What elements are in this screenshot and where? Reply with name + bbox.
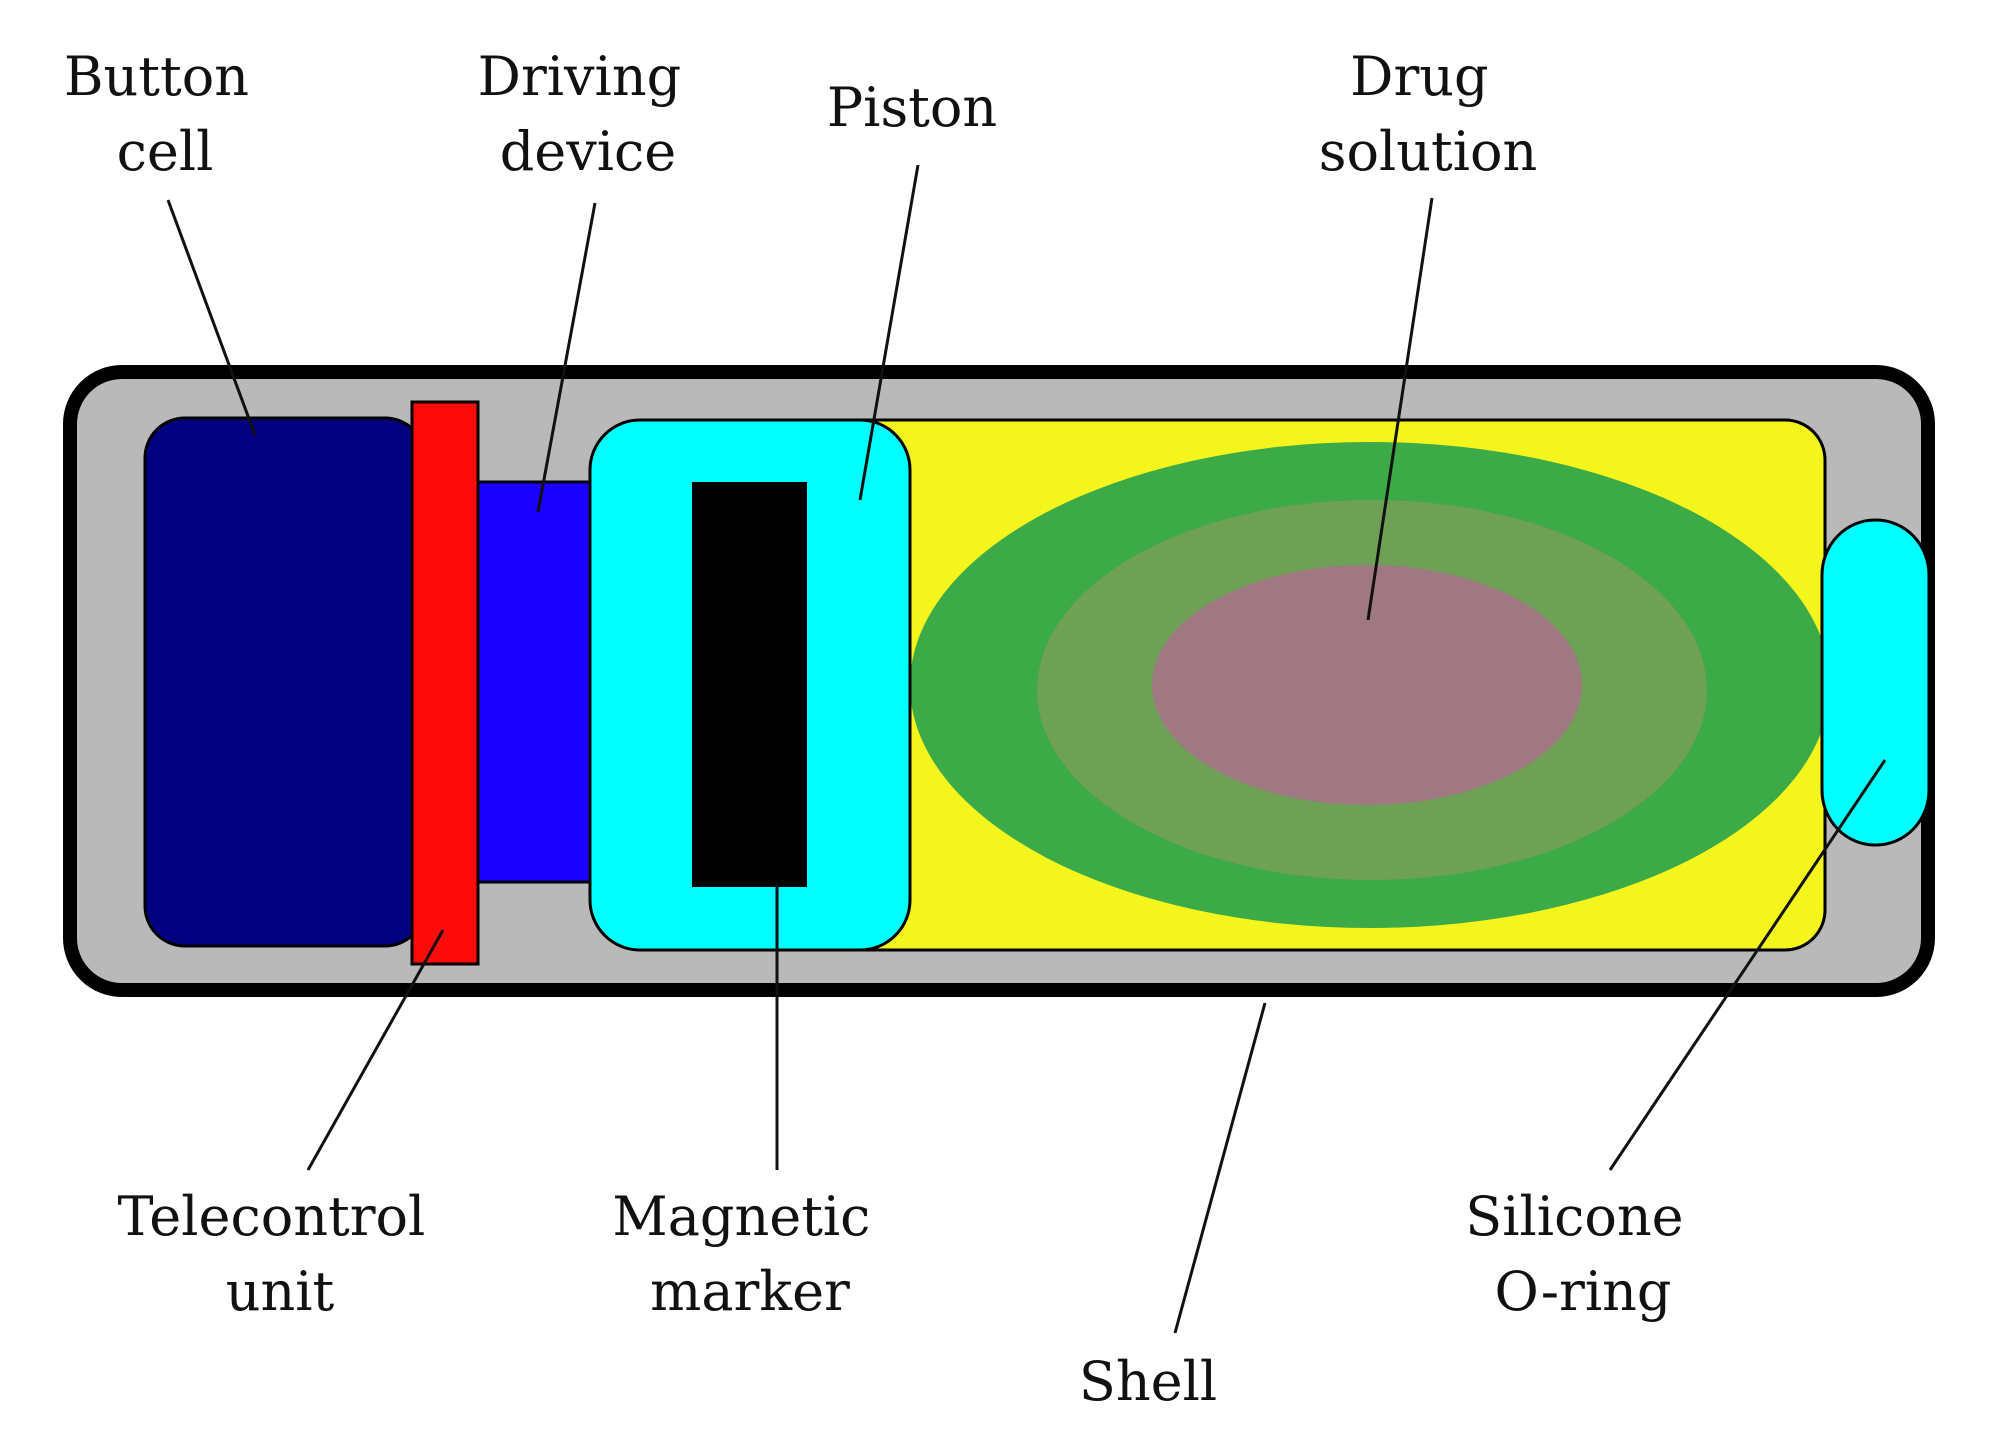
- label-telecontrol-unit-line2: unit: [226, 1260, 335, 1323]
- drug-solution-inner: [1152, 565, 1582, 805]
- label-drug-solution: Drug solution: [1319, 45, 1538, 183]
- label-silicone-o-ring: Silicone O-ring: [1465, 1185, 1700, 1323]
- leader-shell: [1173, 1002, 1267, 1334]
- label-drug-solution-line1: Drug: [1350, 45, 1488, 108]
- label-silicone-o-ring-line2: O-ring: [1495, 1260, 1672, 1323]
- label-shell: Shell: [1079, 1350, 1217, 1413]
- driving-device: [468, 480, 597, 884]
- button-cell: [143, 416, 427, 948]
- magnetic-marker: [692, 482, 807, 887]
- label-driving-device: Driving device: [478, 45, 699, 183]
- telecontrol-unit: [410, 400, 480, 966]
- leader-driving-device: [536, 202, 597, 513]
- label-button-cell-line1: Button: [64, 45, 249, 108]
- label-magnetic-marker-line1: Magnetic: [612, 1185, 870, 1248]
- label-magnetic-marker-line2: marker: [650, 1260, 850, 1323]
- label-shell-line1: Shell: [1079, 1350, 1217, 1413]
- label-piston: Piston: [827, 76, 997, 139]
- label-button-cell: Button cell: [64, 45, 266, 183]
- label-silicone-o-ring-line1: Silicone: [1465, 1185, 1683, 1248]
- leader-silicone-o-ring: [1608, 759, 1887, 1171]
- leader-drug-solution: [1366, 197, 1434, 621]
- label-drug-solution-line2: solution: [1319, 120, 1538, 183]
- label-driving-device-line2: device: [500, 120, 677, 183]
- silicone-o-ring: [1820, 518, 1931, 847]
- label-telecontrol-unit-line1: Telecontrol: [117, 1185, 425, 1248]
- leader-piston: [858, 164, 920, 501]
- label-piston-line1: Piston: [827, 76, 997, 139]
- leader-button-cell: [166, 199, 257, 436]
- label-magnetic-marker: Magnetic marker: [612, 1185, 887, 1323]
- label-telecontrol-unit: Telecontrol unit: [117, 1185, 442, 1323]
- label-driving-device-line1: Driving: [478, 45, 682, 108]
- leader-telecontrol-unit: [306, 929, 445, 1171]
- label-button-cell-line2: cell: [117, 120, 214, 183]
